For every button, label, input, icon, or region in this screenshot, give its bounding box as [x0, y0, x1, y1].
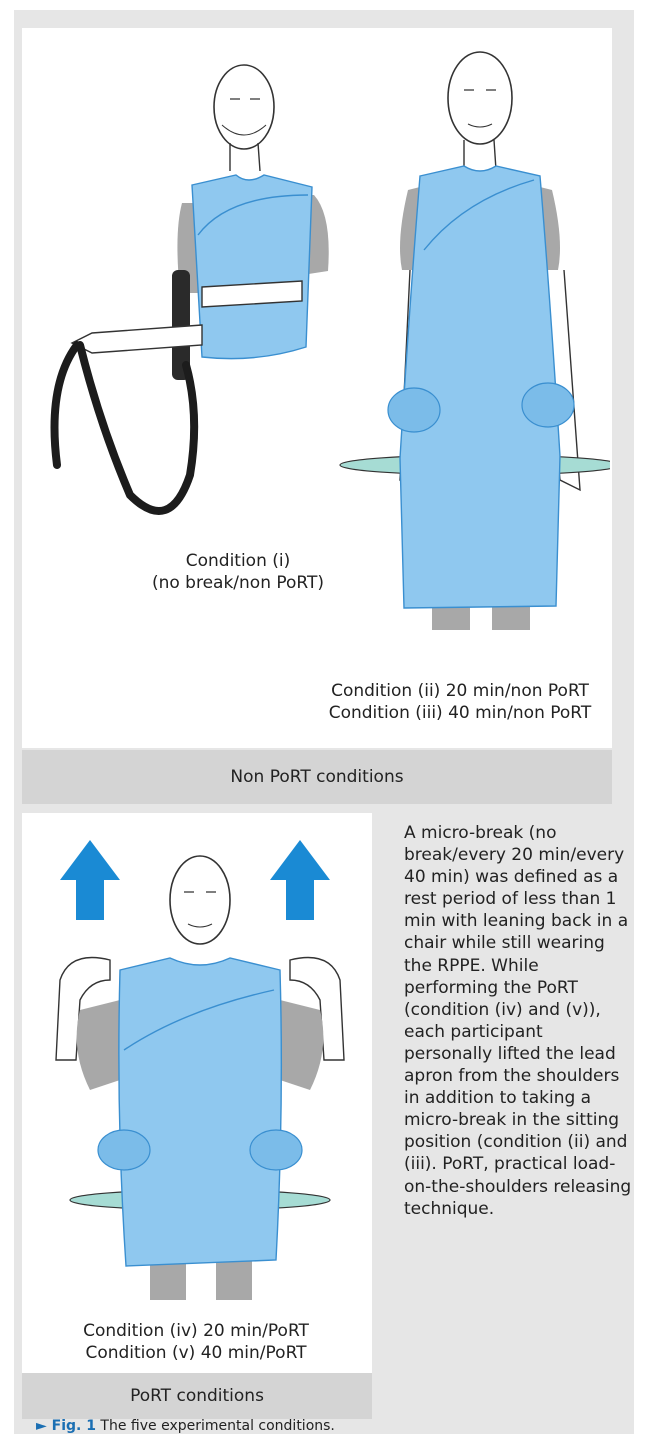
caption-line: Condition (iv) 20 min/PoRT — [36, 1320, 356, 1342]
caption-line: Condition (iii) 40 min/non PoRT — [300, 702, 620, 724]
figure-endoscopist-illustration — [22, 55, 352, 575]
figure-standing-apron-illustration — [330, 40, 610, 630]
side-description: A micro-break (no break/every 20 min/eve… — [404, 822, 632, 1220]
caption-line: (no break/non PoRT) — [118, 572, 358, 594]
figure-caption: ► Fig. 1 The five experimental condition… — [36, 1418, 335, 1434]
figure-caption-text: The five experimental conditions. — [100, 1418, 334, 1434]
non-port-band: Non PoRT conditions — [22, 750, 612, 804]
caption-condition-i: Condition (i) (no break/non PoRT) — [118, 550, 358, 594]
caption-line: Condition (i) — [118, 550, 358, 572]
figure-label: ► Fig. 1 — [36, 1418, 96, 1434]
figure-port-illustration — [40, 820, 360, 1300]
figure-label-text: Fig. 1 — [52, 1418, 96, 1434]
caption-condition-iv-v: Condition (iv) 20 min/PoRT Condition (v)… — [36, 1320, 356, 1364]
up-arrow-icon — [60, 840, 120, 920]
caption-line: Condition (ii) 20 min/non PoRT — [300, 680, 620, 702]
port-band: PoRT conditions — [22, 1373, 372, 1419]
up-arrow-icon — [270, 840, 330, 920]
caption-line: Condition (v) 40 min/PoRT — [36, 1342, 356, 1364]
caption-condition-ii-iii: Condition (ii) 20 min/non PoRT Condition… — [300, 680, 620, 724]
